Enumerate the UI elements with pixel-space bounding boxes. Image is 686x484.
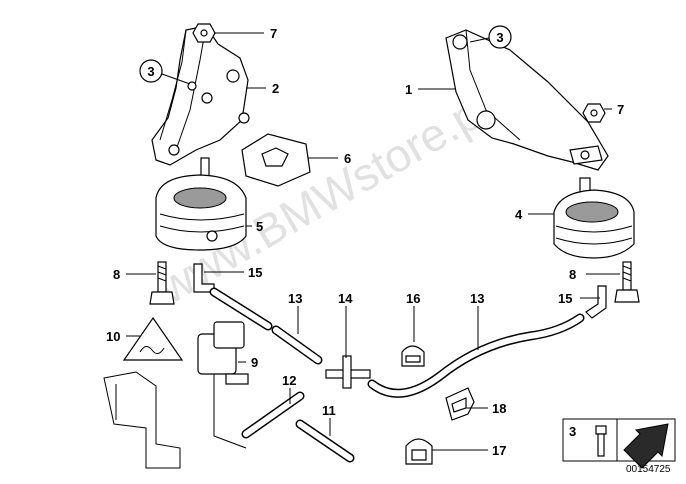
right-engine-bracket[interactable] <box>445 29 609 171</box>
callout-13-right: 13 <box>470 291 484 350</box>
callout-3-right: 3 <box>469 25 512 49</box>
callout-10: 10 <box>106 329 140 344</box>
svg-text:9: 9 <box>251 355 258 370</box>
svg-text:7: 7 <box>270 26 277 41</box>
nut-top-left[interactable] <box>192 23 216 43</box>
right-engine-mount[interactable] <box>553 177 635 259</box>
svg-text:8: 8 <box>569 267 576 282</box>
gasket-pad[interactable] <box>241 133 311 187</box>
legend-arrow-icon <box>623 423 669 469</box>
svg-text:16: 16 <box>406 291 420 306</box>
hose-upper-left[interactable] <box>209 287 273 331</box>
svg-text:3: 3 <box>496 30 503 45</box>
callout-2: 2 <box>246 81 279 96</box>
callout-7-right: 7 <box>604 102 624 117</box>
svg-text:3: 3 <box>569 424 576 439</box>
hose-middle[interactable] <box>271 325 323 365</box>
svg-text:13: 13 <box>470 291 484 306</box>
callout-17: 17 <box>432 443 506 458</box>
callout-8-right: 8 <box>569 267 620 282</box>
solenoid-valve[interactable] <box>197 321 249 449</box>
hose-clip-17[interactable] <box>405 438 433 465</box>
legend-box: 3 <box>562 418 676 469</box>
callout-3-left: 3 <box>139 59 191 85</box>
svg-text:17: 17 <box>492 443 506 458</box>
callout-5: 5 <box>246 219 263 234</box>
svg-text:13: 13 <box>288 291 302 306</box>
callout-11: 11 <box>322 403 336 436</box>
bolt-left[interactable] <box>149 261 175 305</box>
t-connector[interactable] <box>325 355 371 389</box>
svg-text:1: 1 <box>405 82 412 97</box>
svg-text:11: 11 <box>322 403 336 418</box>
left-engine-bracket[interactable] <box>151 25 250 166</box>
bolt-right[interactable] <box>614 261 640 303</box>
hose-12[interactable] <box>241 391 305 439</box>
svg-text:15: 15 <box>558 291 572 306</box>
nut-right[interactable] <box>582 103 606 123</box>
warning-label[interactable] <box>122 316 184 361</box>
svg-text:15: 15 <box>248 265 262 280</box>
left-engine-mount[interactable] <box>155 157 247 251</box>
elbow-connector-right[interactable] <box>585 285 607 319</box>
callout-4: 4 <box>515 207 554 222</box>
svg-text:10: 10 <box>106 329 120 344</box>
callout-1: 1 <box>405 82 456 97</box>
hose-clip-16[interactable] <box>401 345 425 367</box>
svg-text:3: 3 <box>147 64 154 79</box>
svg-text:7: 7 <box>617 102 624 117</box>
legend-bolt-icon <box>595 425 607 457</box>
svg-text:6: 6 <box>344 151 351 166</box>
hose-clip-18[interactable] <box>445 387 475 421</box>
callout-16: 16 <box>406 291 420 342</box>
elbow-connector-left[interactable] <box>193 263 215 293</box>
transmission-bracket <box>103 371 181 469</box>
callout-9: 9 <box>238 355 258 370</box>
svg-text:2: 2 <box>272 81 279 96</box>
svg-text:5: 5 <box>256 219 263 234</box>
document-number: 00154725 <box>626 464 671 475</box>
callout-15-left: 15 <box>204 265 262 280</box>
svg-text:14: 14 <box>338 291 353 306</box>
callout-7-top: 7 <box>214 26 277 41</box>
callout-8-left: 8 <box>113 267 156 282</box>
svg-text:8: 8 <box>113 267 120 282</box>
svg-text:4: 4 <box>515 207 523 222</box>
svg-text:18: 18 <box>492 401 506 416</box>
callout-12: 12 <box>282 373 296 404</box>
callout-13-left: 13 <box>288 291 302 334</box>
callout-15-right: 15 <box>558 291 600 306</box>
callout-18: 18 <box>466 401 506 416</box>
hose-11[interactable] <box>295 419 355 463</box>
callout-6: 6 <box>308 151 351 166</box>
callout-14: 14 <box>338 291 353 358</box>
svg-text:12: 12 <box>282 373 296 388</box>
hose-long-right[interactable] <box>367 313 585 398</box>
